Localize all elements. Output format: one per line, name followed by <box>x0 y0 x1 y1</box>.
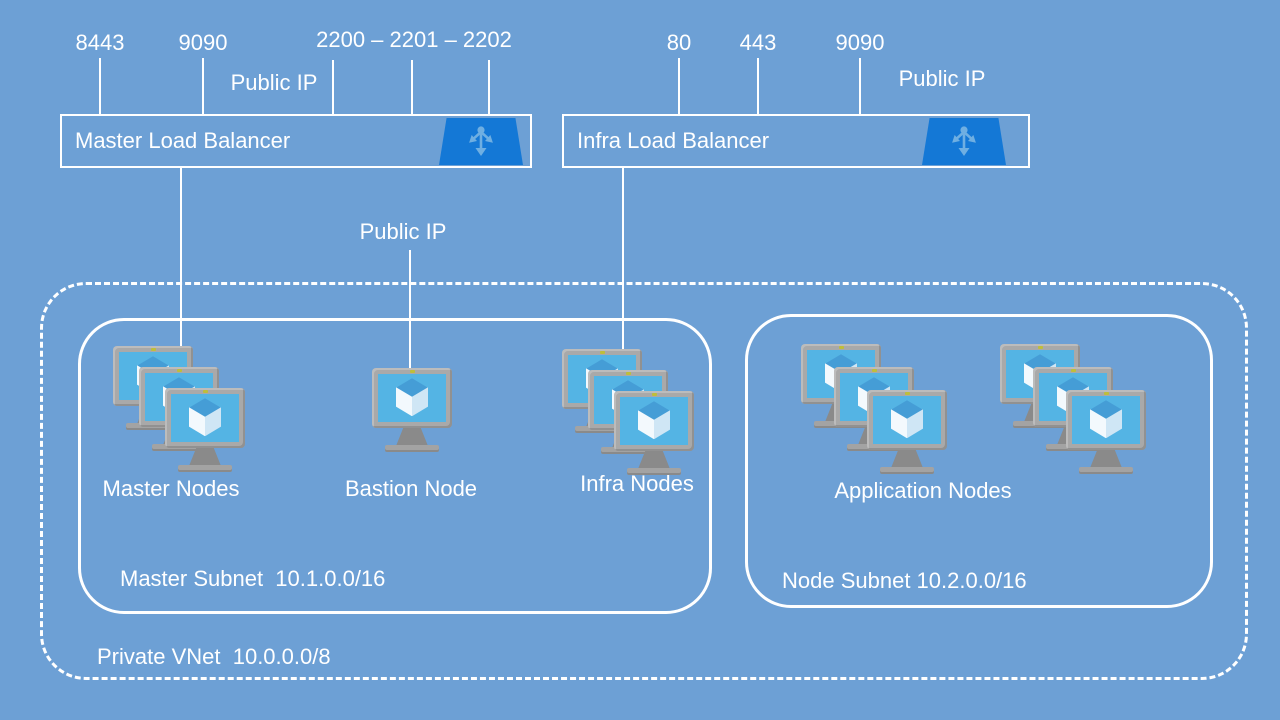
monitor-frame <box>372 368 452 428</box>
power-led <box>203 390 208 393</box>
monitor-frame <box>614 391 694 451</box>
bastion-node-group <box>372 368 462 463</box>
monitor-screen <box>873 396 941 444</box>
power-led <box>905 392 910 395</box>
power-led <box>410 370 415 373</box>
infra-load-balancer-label: Infra Load Balancer <box>577 128 770 153</box>
master-load-balancer-box: Master Load Balancer <box>60 114 532 168</box>
port-line-8443 <box>99 58 101 114</box>
cube-icon <box>1090 400 1122 439</box>
port-line-9090-master <box>202 58 204 114</box>
power-led <box>626 372 631 375</box>
private-vnet-box <box>40 282 1248 680</box>
monitor-base <box>1079 467 1133 474</box>
power-led <box>1071 369 1076 372</box>
cube-icon <box>189 398 221 437</box>
power-led <box>1104 392 1109 395</box>
monitor-base <box>880 467 934 474</box>
monitor-base <box>627 468 681 475</box>
vm-monitor-icon <box>372 368 452 454</box>
power-led <box>652 393 657 396</box>
cube-icon <box>396 378 428 417</box>
monitor-base <box>178 465 232 472</box>
load-balancer-icon <box>922 118 1006 165</box>
power-led <box>839 346 844 349</box>
monitor-screen <box>620 397 688 445</box>
vm-monitor-icon <box>614 391 694 477</box>
monitor-screen <box>1072 396 1140 444</box>
port-line-80 <box>678 58 680 114</box>
vm-monitor-icon <box>1000 344 1080 430</box>
public-ip-label-bastion: Public IP <box>359 219 447 244</box>
load-balancer-glyph <box>952 125 976 156</box>
monitor-stand <box>189 446 221 466</box>
monitor-frame <box>1000 344 1080 404</box>
application-nodes-label: Application Nodes <box>834 478 1012 503</box>
monitor-screen <box>171 394 239 442</box>
cube-icon <box>891 400 923 439</box>
infra-nodes-group <box>562 349 732 499</box>
power-led <box>177 369 182 372</box>
monitor-screen <box>378 374 446 422</box>
bastion-node-label: Bastion Node <box>344 476 478 501</box>
monitor-frame <box>867 390 947 450</box>
monitor-frame <box>165 388 245 448</box>
load-balancer-icon <box>439 118 523 165</box>
port-label-9090-infra: 9090 <box>835 30 885 55</box>
monitor-frame <box>1066 390 1146 450</box>
port-line-2201 <box>411 60 413 114</box>
master-subnet-label: Master Subnet 10.1.0.0/16 <box>120 566 386 591</box>
power-led <box>600 351 605 354</box>
monitor-stand <box>1090 448 1122 468</box>
public-ip-label-infra: Public IP <box>898 66 986 91</box>
port-label-9090-master: 9090 <box>178 30 228 55</box>
line-masterlb-to-masternodes <box>180 168 182 346</box>
infra-nodes-label: Infra Nodes <box>580 471 694 496</box>
port-line-9090-infra <box>859 58 861 114</box>
vm-monitor-icon <box>165 388 245 474</box>
port-line-443 <box>757 58 759 114</box>
load-balancer-glyph <box>469 125 493 156</box>
master-nodes-group <box>113 346 283 496</box>
node-subnet-box <box>745 314 1213 608</box>
master-nodes-label: Master Nodes <box>102 476 240 501</box>
vm-monitor-icon <box>1066 390 1146 476</box>
monitor-stand <box>396 426 428 446</box>
line-infralb-to-infranodes <box>622 168 624 349</box>
power-led <box>1038 346 1043 349</box>
private-vnet-label: Private VNet 10.0.0.0/8 <box>97 644 331 669</box>
port-label-443: 443 <box>739 30 777 55</box>
public-ip-label-master: Public IP <box>230 70 318 95</box>
port-line-2202 <box>488 60 490 114</box>
monitor-stand <box>891 448 923 468</box>
node-subnet-label: Node Subnet 10.2.0.0/16 <box>782 568 1027 593</box>
power-led <box>872 369 877 372</box>
port-label-80: 80 <box>666 30 692 55</box>
port-label-8443: 8443 <box>75 30 125 55</box>
application-nodes-group-2 <box>1000 344 1180 499</box>
master-load-balancer-label: Master Load Balancer <box>75 128 291 153</box>
port-line-2200 <box>332 60 334 114</box>
master-subnet-box <box>78 318 712 614</box>
cube-icon <box>638 401 670 440</box>
infra-load-balancer-box: Infra Load Balancer <box>562 114 1030 168</box>
monitor-stand <box>638 449 670 469</box>
application-nodes-group-1 <box>801 344 981 499</box>
vm-monitor-icon <box>867 390 947 476</box>
monitor-base <box>385 445 439 452</box>
line-publicip-to-bastion <box>409 250 411 368</box>
power-led <box>151 348 156 351</box>
port-label-2200-2202: 2200 – 2201 – 2202 <box>316 27 512 52</box>
